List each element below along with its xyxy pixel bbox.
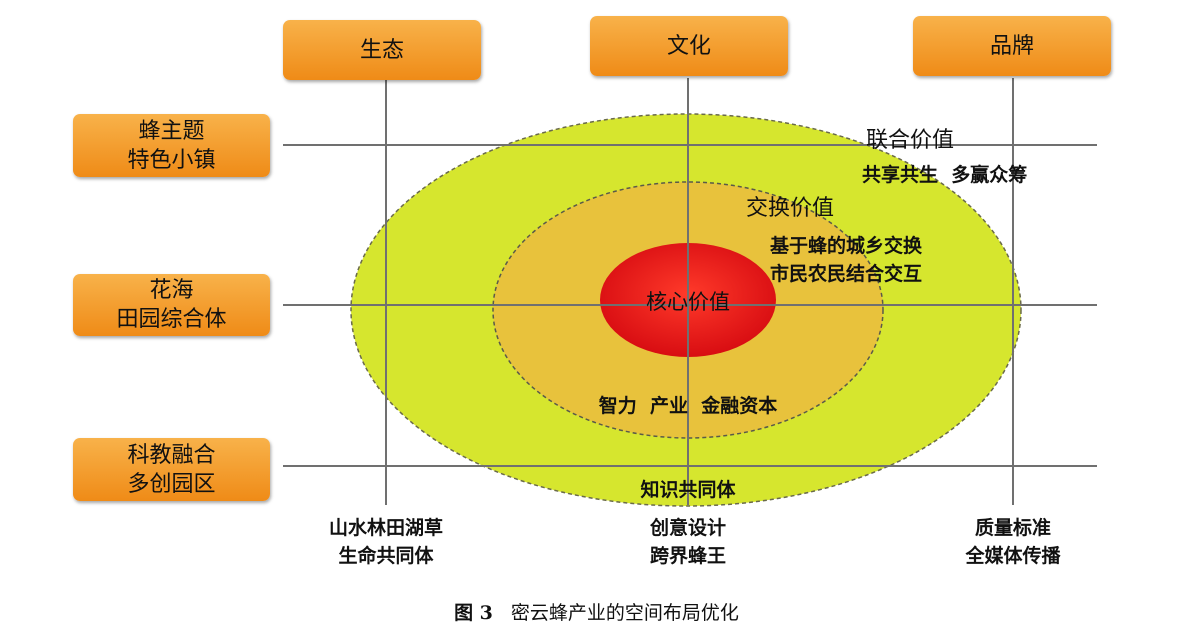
bottom-label-line2: 全媒体传播 (965, 545, 1061, 567)
left-box-line2: 田园综合体 (116, 307, 227, 332)
core-desc-line2: 知识共同体 (640, 479, 736, 501)
header-label: 文化 (666, 33, 711, 59)
left-box-line2: 多创园区 (127, 471, 216, 497)
middle-ring-desc: 基于蜂的城乡交换 市民农民结合交互 (770, 232, 922, 288)
bottom-label-brand: 质量标准 全媒体传播 (938, 514, 1088, 570)
bottom-label-culture: 创意设计 跨界蜂王 (608, 514, 768, 570)
left-box-flower-sea: 花海 田园综合体 (73, 274, 270, 336)
middle-ring-desc-line1: 基于蜂的城乡交换 (770, 235, 923, 257)
left-box-line1: 科教融合 (127, 442, 216, 468)
figure-caption: 图 3 密云蜂产业的空间布局优化 (0, 598, 1193, 625)
bottom-label-line1: 创意设计 (649, 517, 726, 539)
core-desc: 智力 产业 金融资本 知识共同体 (568, 336, 808, 560)
bottom-label-line2: 生命共同体 (338, 545, 434, 567)
left-box-bee-town: 蜂主题 特色小镇 (73, 114, 270, 177)
middle-ring-title: 交换价值 (746, 196, 835, 221)
figure-caption-text: 密云蜂产业的空间布局优化 (510, 602, 739, 624)
header-box-ecology: 生态 (283, 20, 481, 80)
header-box-brand: 品牌 (913, 16, 1111, 76)
header-label: 生态 (359, 37, 404, 63)
bottom-label-line1: 山水林田湖草 (328, 517, 443, 539)
middle-ring-desc-line2: 市民农民结合交互 (770, 263, 923, 285)
left-box-line1: 花海 (149, 278, 194, 303)
left-box-line2: 特色小镇 (127, 147, 216, 173)
bottom-label-ecology: 山水林田湖草 生命共同体 (296, 514, 476, 570)
bottom-label-line1: 质量标准 (974, 517, 1051, 539)
outer-ring-desc: 共享共生 多赢众筹 (862, 164, 1028, 186)
header-box-culture: 文化 (590, 16, 788, 76)
bottom-label-line2: 跨界蜂王 (649, 545, 726, 567)
figure-caption-label: 图 3 (454, 602, 493, 624)
core-title: 核心价值 (646, 290, 730, 314)
header-label: 品牌 (989, 33, 1034, 59)
core-desc-line1: 智力 产业 金融资本 (598, 395, 778, 417)
left-box-science-park: 科教融合 多创园区 (73, 438, 270, 501)
left-box-line1: 蜂主题 (138, 118, 205, 144)
outer-ring-title: 联合价值 (866, 128, 955, 153)
